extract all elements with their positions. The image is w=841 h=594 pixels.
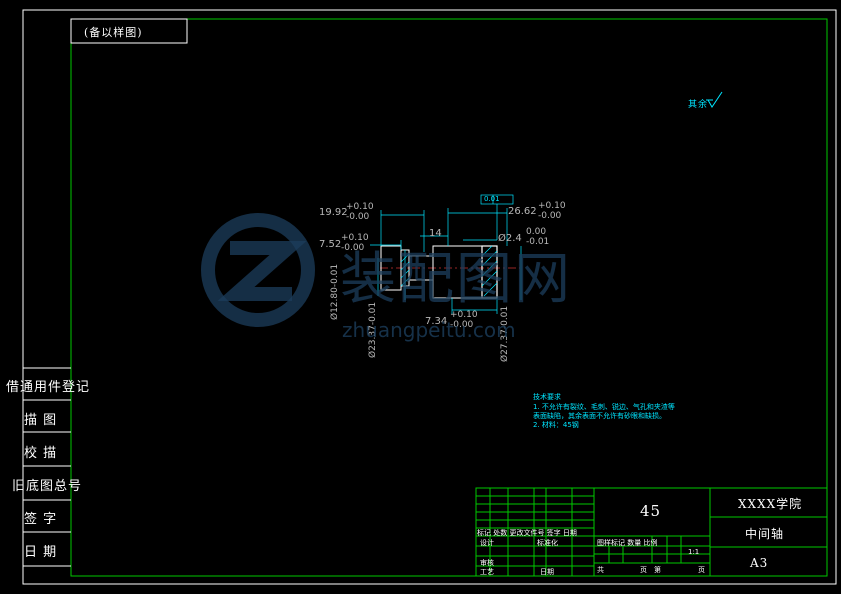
dim-d12-80: Ø12.80-0.01: [330, 263, 340, 320]
inner-frame: [70, 18, 828, 577]
left-col-row4: 旧底图总号: [12, 479, 83, 494]
scale-value: 1:1: [688, 548, 700, 556]
part-drawing: [370, 194, 522, 314]
dim-7-52: 7.52: [319, 239, 342, 250]
left-col-row1: 借通用件登记: [6, 380, 91, 395]
tech-notes-line3: 2. 材料：45钢: [533, 421, 579, 429]
roughness-note: 其余: [688, 100, 709, 110]
dim-d23-37: Ø23.37-0.01: [368, 301, 378, 358]
page-suffix-label: 页: [698, 566, 705, 574]
tech-notes-heading: 技术要求: [533, 393, 561, 401]
dim-19-92-dn: -0.00: [346, 212, 370, 222]
dim-7-34: 7.34: [425, 316, 448, 327]
dim-26-62-up: +0.10: [538, 201, 566, 211]
part-name: 中间轴: [745, 527, 785, 541]
process-label: 工艺: [480, 568, 494, 576]
left-column-grid: [23, 367, 71, 567]
dim-7-34-dn: -0.00: [450, 320, 474, 330]
pages-label: 页: [640, 566, 647, 574]
right-flange: [481, 245, 498, 299]
dim-19-92: 19.92: [319, 207, 348, 218]
left-col-row5: 签 字: [24, 512, 58, 527]
tolerance-frame-value: 0.01: [484, 195, 500, 203]
hatch-right: [481, 245, 498, 297]
dim-d27-37: Ø27.37-0.01: [500, 305, 510, 362]
dim-26-62-dn: -0.00: [538, 211, 562, 221]
dim-d2-4: Ø2.4: [498, 233, 522, 244]
material-label: 45: [640, 502, 662, 520]
left-col-row6: 日 期: [24, 545, 58, 560]
roughness-symbol: [706, 91, 723, 108]
dim-19-92-up: +0.10: [346, 202, 374, 212]
right-body: [432, 245, 498, 299]
total-label: 共: [597, 566, 604, 574]
title-block-grid: [475, 487, 828, 577]
dim-d2-4-up: 0.00: [526, 227, 547, 237]
review-label: 审核: [480, 559, 494, 567]
sheet-no-label: 第: [654, 566, 661, 574]
dimension-lines: [370, 194, 522, 314]
title-tag-box: [70, 18, 188, 44]
left-col-row2: 描 图: [24, 413, 58, 428]
dim-7-52-dn: -0.00: [341, 243, 365, 253]
title-tag: (备以样图): [84, 26, 143, 39]
dim-7-52-up: +0.10: [341, 233, 369, 243]
header-row: 标记 处数 更改文件号 签字 日期: [477, 529, 577, 537]
dim-26-62: 26.62: [508, 206, 537, 217]
outer-border: [22, 9, 837, 585]
dim-14: 14: [429, 228, 442, 239]
school-name: XXXX学院: [738, 497, 803, 511]
design-label: 设计: [480, 539, 494, 547]
tech-notes-line2: 表面缺陷，其余表面不允许有砂眼和缺损。: [533, 412, 666, 420]
left-col-row3: 校 描: [24, 446, 58, 461]
date-label: 日期: [540, 568, 554, 576]
standardize-label: 标准化: [537, 539, 558, 547]
stage-header: 图样标记 数量 比例: [597, 539, 658, 547]
sheet-size: A3: [750, 556, 769, 570]
dim-7-34-up: +0.10: [450, 310, 478, 320]
dim-d2-4-dn: -0.01: [526, 237, 550, 247]
tech-notes-line1: 1. 不允许有裂纹、毛刺、锐边、气孔和夹渣等: [533, 403, 675, 411]
